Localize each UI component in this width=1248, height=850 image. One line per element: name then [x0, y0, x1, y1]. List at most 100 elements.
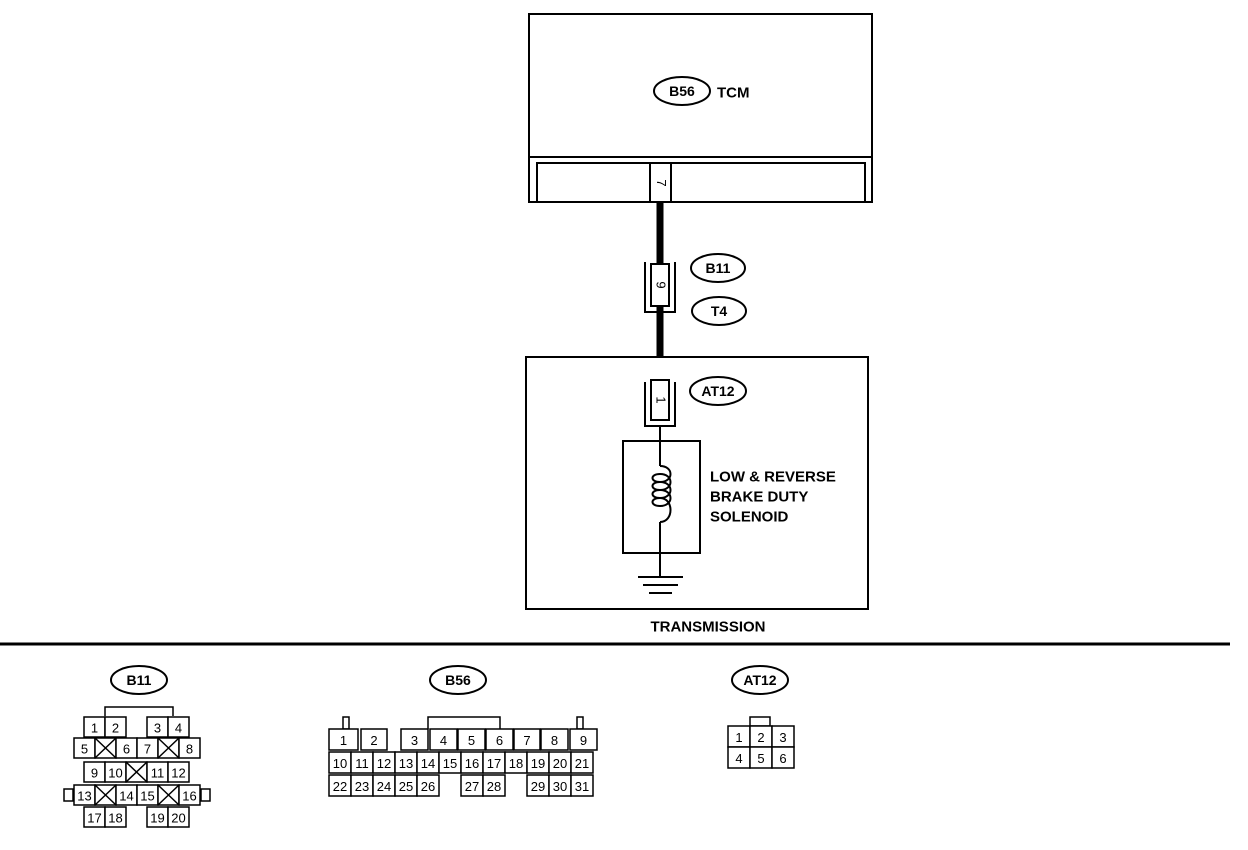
connector-view-b56-pin-label: 18: [509, 756, 523, 771]
connector-view-b56-pin-label: 17: [487, 756, 501, 771]
connector-view-b56-pin-label: 22: [333, 779, 347, 794]
connector-view-b56-pin-label: 5: [468, 733, 475, 748]
connector-view-at12-pin-label: 4: [735, 751, 742, 766]
solenoid-label-line-2: BRAKE DUTY: [710, 489, 808, 506]
connector-view-b56-pin-label: 11: [355, 756, 369, 771]
connector-view-b56-pin-label: 8: [551, 733, 558, 748]
solenoid-label-line-1: LOW & REVERSE: [710, 469, 836, 486]
connector-view-b11-pin-label: 1: [91, 721, 98, 736]
connector-view-b56-pin-cell: [540, 728, 569, 751]
solenoid-connector-code-badge: [689, 376, 747, 406]
connector-view-b11-blank-cross: [157, 784, 180, 806]
connector-view-b11-latch-cell: [200, 788, 211, 802]
connector-view-b56-pin-label: 2: [370, 733, 377, 748]
connector-view-b56-pin-cell: [400, 728, 429, 751]
connector-view-b56-pin-label: 6: [496, 733, 503, 748]
connector-view-b56-pin-label: 27: [465, 779, 479, 794]
connector-view-b56-pin-cell: [457, 728, 486, 751]
connector-view-b56-pin-label: 19: [531, 756, 545, 771]
connector-view-b56-pin-label: 7: [523, 733, 530, 748]
connector-view-b11-pin-label: 14: [119, 789, 133, 804]
connector-view-b56-pin-label: 4: [440, 733, 447, 748]
connector-view-b56-pin-cell: [429, 728, 458, 751]
solenoid-label-line-3: SOLENOID: [710, 509, 789, 526]
connector-view-b11-blank-cross: [157, 737, 180, 759]
connector-view-b56-pin-cell: [513, 728, 541, 751]
connector-view-b56-badge: [429, 665, 487, 695]
connector-view-b56-pin-label: 10: [333, 756, 347, 771]
connector-view-b56-pin-label: 28: [487, 779, 501, 794]
connector-view-b11-pin-label: 18: [108, 811, 122, 826]
joint-connector: 9 B11 T4: [644, 253, 747, 326]
connector-view-at12-code: AT12: [743, 672, 776, 688]
tcm-pin-number: 7: [654, 179, 669, 186]
connector-view-b56-pin-label: 16: [465, 756, 479, 771]
connector-view-b56-pin-cell: [482, 774, 506, 797]
connector-view-b11-pin-label: 2: [112, 721, 119, 736]
connector-view-b56-pin-label: 21: [575, 756, 589, 771]
connector-view-b11-pin-label: 9: [91, 766, 98, 781]
connector-view-at12-pin-label: 3: [779, 730, 786, 745]
connector-view-b11-pin-label: 16: [182, 789, 196, 804]
solenoid: LOW & REVERSE BRAKE DUTY SOLENOID: [622, 426, 836, 576]
connector-view-b11-pin-label: 5: [81, 742, 88, 757]
connector-view-b56-pin-label: 3: [411, 733, 418, 748]
transmission-label: TRANSMISSION: [650, 619, 765, 636]
connector-view-at12-pin-label: 6: [779, 751, 786, 766]
joint-code-b11: B11: [706, 260, 731, 276]
connector-view-b11-pin-label: 13: [77, 789, 91, 804]
connector-view-b56-pin-label: 1: [340, 733, 347, 748]
connector-view-b11-badge: [110, 665, 168, 695]
connector-view-b56-pin-label: 12: [377, 756, 391, 771]
connector-view-b56-pin-label: 13: [399, 756, 413, 771]
connector-view-at12-badge: [731, 665, 789, 695]
connector-view-b56-code: B56: [445, 672, 471, 688]
connector-view-b11-pin-label: 15: [140, 789, 154, 804]
joint-code-badge-t4: [691, 296, 747, 326]
solenoid-connector-pin-number: 1: [654, 396, 669, 403]
connector-view-b11-pin-label: 8: [186, 742, 193, 757]
coil-icon: [651, 465, 672, 523]
connector-view-b56-pin-label: 14: [421, 756, 435, 771]
tcm-name: TCM: [717, 85, 750, 102]
connector-view-at12-pin-cell: [771, 746, 795, 769]
connector-view-b11-pin-cell: [167, 716, 190, 738]
connector-view-b56-pin-label: 24: [377, 779, 391, 794]
connector-view-b56-pin-label: 9: [580, 733, 587, 748]
connector-view-b11-pin-cell: [104, 806, 127, 828]
connector-view-b56-pin-label: 20: [553, 756, 567, 771]
connector-view-b11-pin-label: 3: [154, 721, 161, 736]
connector-view-b11-pin-label: 12: [171, 766, 185, 781]
connector-view-b56-pin-cell: [360, 728, 388, 751]
connector-view-b56-pin-label: 29: [531, 779, 545, 794]
connector-view-b11-pin-label: 10: [108, 766, 122, 781]
connector-view-b11-pin-cell: [104, 716, 127, 738]
connector-view-b11-blank-cross: [94, 784, 117, 806]
connector-view-b11-pin-label: 7: [144, 742, 151, 757]
connector-view-at12-pin-label: 1: [735, 730, 742, 745]
tcm-code-badge: [653, 76, 711, 106]
joint-pin-number: 9: [654, 281, 669, 288]
ground-icon: [638, 576, 683, 594]
connector-view-b56-pin-cell: [416, 774, 440, 797]
connector-view-b56-pin-cell: [569, 728, 598, 751]
connector-view-b56-pin-cell: [328, 728, 359, 751]
connector-view-b11-pin-cell: [167, 761, 190, 783]
tcm-code: B56: [669, 83, 695, 99]
connector-view-b56-pin-label: 25: [399, 779, 413, 794]
solenoid-connector-code: AT12: [701, 383, 734, 399]
connector-view-b11-pin-cell: [178, 737, 201, 759]
connector-view-b11-blank-cross: [94, 737, 117, 759]
joint-code-badge-b11: [690, 253, 746, 283]
connector-view-b11-pin-label: 20: [171, 811, 185, 826]
connector-view-b11-code: B11: [127, 672, 152, 688]
connector-view-b11-pin-label: 4: [175, 721, 182, 736]
connector-view-b11-latch-cell: [63, 788, 74, 802]
connector-view-b56-pin-label: 15: [443, 756, 457, 771]
connector-view-b56-pin-cell: [570, 774, 594, 797]
connector-view-b11-pin-label: 11: [151, 766, 165, 781]
connector-view-b11-pin-label: 6: [123, 742, 130, 757]
